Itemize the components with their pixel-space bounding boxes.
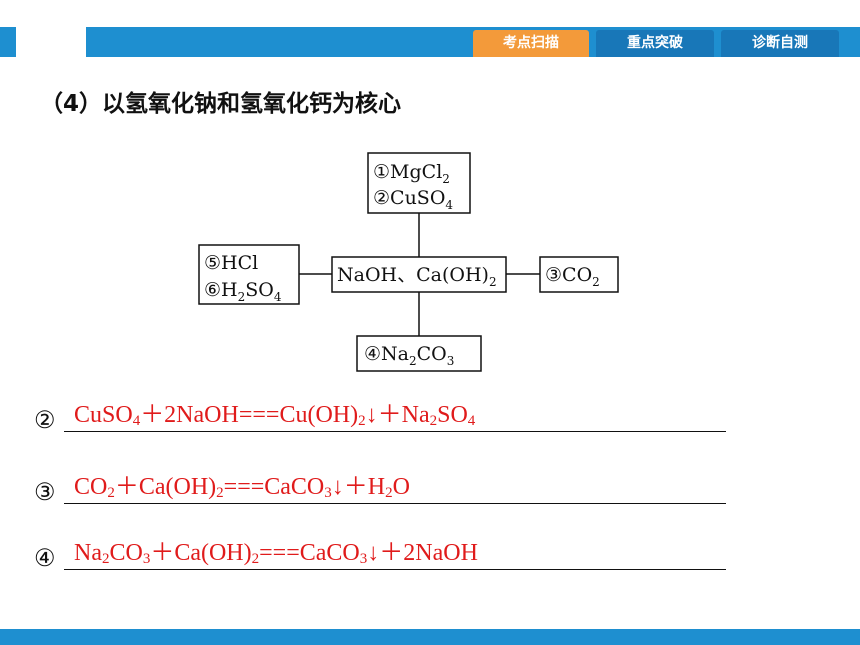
box-center-text: NaOH、Ca(OH)2 <box>337 264 497 289</box>
box-bottom-text: ④Na2CO3 <box>364 343 454 368</box>
header-left-block <box>0 27 16 57</box>
answer-number: ④ <box>34 544 56 572</box>
answer-equation: Na2CO3＋Ca(OH)2===CaCO3↓＋2NaOH <box>74 540 478 567</box>
tab-kaodian-saomiao[interactable]: 考点扫描 <box>473 30 589 57</box>
tab-zhongdian-tupo[interactable]: 重点突破 <box>596 30 714 57</box>
section-heading: （4）以氢氧化钠和氢氧化钙为核心 <box>40 91 402 117</box>
answer-underline <box>64 503 726 504</box>
answer-underline <box>64 569 726 570</box>
answer-number: ③ <box>34 478 56 506</box>
box-left-line1: ⑤HCl <box>204 252 258 274</box>
answer-equation: CO2＋Ca(OH)2===CaCO3↓＋H2O <box>74 474 410 501</box>
box-right <box>539 256 619 293</box>
box-right-text: ③CO2 <box>545 264 600 289</box>
box-bottom <box>356 335 482 372</box>
box-left-line2: ⑥H2SO4 <box>204 279 282 304</box>
box-center <box>331 256 507 293</box>
box-top-line2: ②CuSO4 <box>373 187 453 212</box>
box-top <box>367 152 471 214</box>
answer-number: ② <box>34 406 56 434</box>
box-left <box>198 244 300 305</box>
box-top-line1: ①MgCl2 <box>373 161 450 186</box>
answer-equation: CuSO4＋2NaOH===Cu(OH)2↓＋Na2SO4 <box>74 402 476 429</box>
answer-underline <box>64 431 726 432</box>
tab-zhenduan-zice[interactable]: 诊断自测 <box>721 30 839 57</box>
footer-bar <box>0 629 860 645</box>
